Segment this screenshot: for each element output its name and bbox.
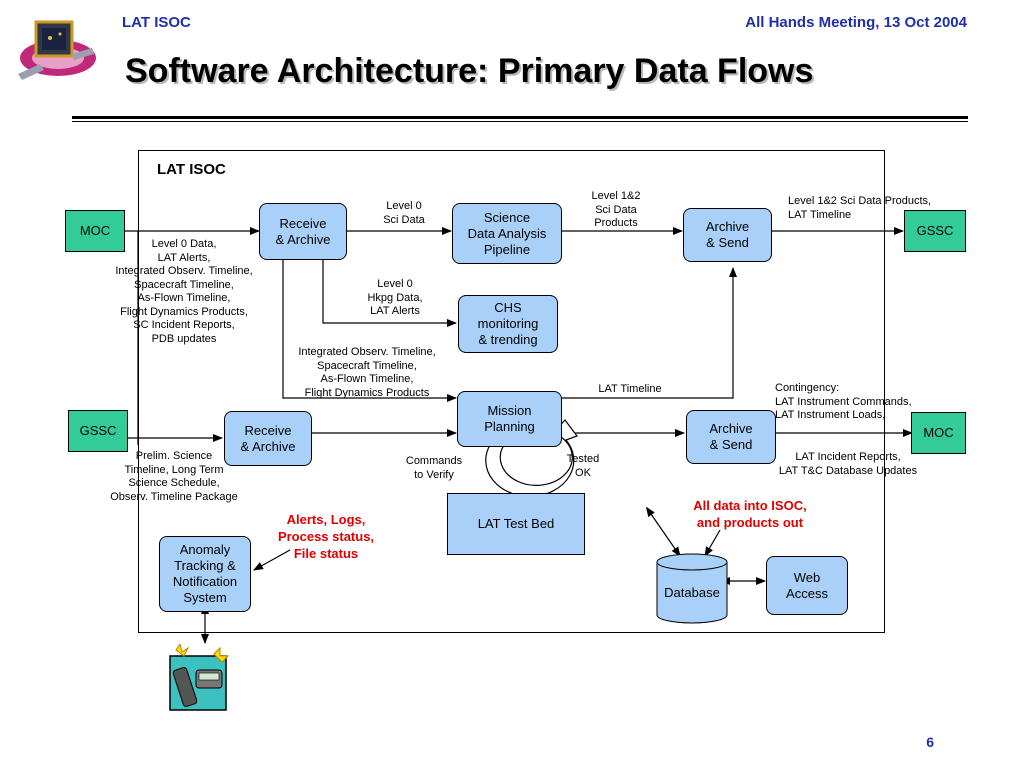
arrow-receive-chs: [322, 260, 457, 327]
label-integrated-timeline: Integrated Observ. Timeline, Spacecraft …: [298, 346, 436, 399]
header-meeting-info: All Hands Meeting, 13 Oct 2004: [745, 14, 967, 31]
label-level12-gssc: Level 1&2 Sci Data Products, LAT Timelin…: [788, 195, 932, 221]
test-loop-arrow: [485, 419, 578, 497]
label-level12-sci: Level 1&2 Sci Data Products: [591, 190, 641, 229]
label-moc-inputs: Level 0 Data, LAT Alerts, Integrated Obs…: [115, 238, 253, 345]
receive-archive-top-box: Receive & Archive: [259, 203, 347, 260]
lat-test-bed-box: LAT Test Bed: [447, 493, 585, 555]
label-gssc-inputs: Prelim. Science Timeline, Long Term Scie…: [110, 450, 238, 503]
arrow-anomaly-logs: [253, 549, 291, 571]
moc-top-box: MOC: [65, 210, 125, 252]
chs-monitoring-box: CHS monitoring & trending: [458, 295, 558, 353]
archive-send-bottom-box: Archive & Send: [686, 410, 776, 464]
moc-right-box: MOC: [911, 412, 966, 454]
label-all-data: All data into ISOC, and products out: [693, 498, 807, 530]
receive-archive-bottom-box: Receive & Archive: [224, 411, 312, 466]
isoc-boundary-label: LAT ISOC: [157, 161, 226, 178]
arrow-database-in: [645, 506, 681, 557]
label-commands-verify: Commands to Verify: [405, 455, 463, 481]
label-level0-sci: Level 0 Sci Data: [383, 200, 425, 226]
label-lat-timeline: LAT Timeline: [598, 383, 662, 395]
archive-send-top-box: Archive & Send: [683, 208, 772, 262]
title-rule-thin: [72, 121, 968, 122]
database-cylinder: Database: [656, 553, 728, 625]
page-number: 6: [926, 734, 934, 750]
header-left-title: LAT ISOC: [122, 14, 191, 31]
mission-planning-box: Mission Planning: [457, 391, 562, 447]
web-access-box: Web Access: [766, 556, 848, 615]
anomaly-tracking-box: Anomaly Tracking & Notification System: [159, 536, 251, 612]
science-pipeline-box: Science Data Analysis Pipeline: [452, 203, 562, 264]
arrow-mission-archive-top: [562, 267, 737, 399]
database-label: Database: [664, 585, 720, 600]
gssc-left-box: GSSC: [68, 410, 128, 452]
label-level0-hkpg: Level 0 Hkpg Data, LAT Alerts: [367, 278, 423, 317]
label-contingency: Contingency: LAT Instrument Commands, LA…: [775, 382, 912, 421]
arrow-receive-mission: [282, 260, 457, 402]
title-rule: [72, 116, 968, 119]
label-alerts-logs: Alerts, Logs, Process status, File statu…: [277, 512, 375, 561]
slide-title: Software Architecture: Primary Data Flow…: [125, 52, 814, 90]
phone-pager-icon: [168, 642, 230, 714]
arrow-database-out: [704, 529, 721, 557]
label-incident-reports: LAT Incident Reports, LAT T&C Database U…: [778, 451, 918, 477]
isoc-logo: [14, 14, 98, 86]
gssc-right-box: GSSC: [904, 210, 966, 252]
label-tested-ok: Tested OK: [566, 453, 600, 479]
